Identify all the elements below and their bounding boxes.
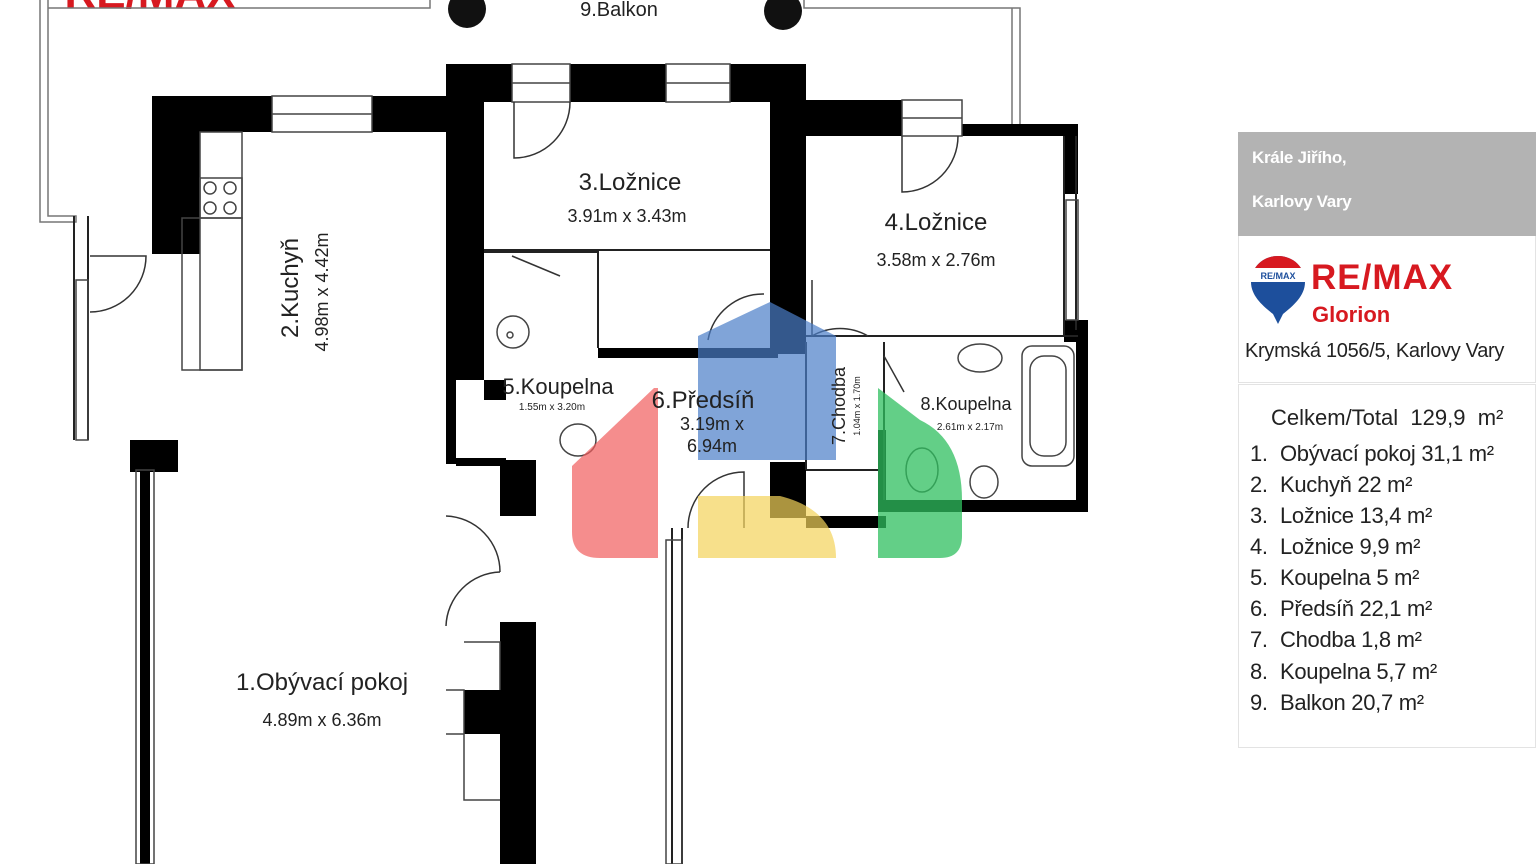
list-item: 2.Kuchyň 22 m² xyxy=(1250,472,1413,497)
balcony-outline xyxy=(39,0,1021,223)
balcony-column-right xyxy=(764,0,802,30)
list-item: 1.Obývací pokoj 31,1 m² xyxy=(1250,441,1494,466)
street-label: Krále Jiřího, xyxy=(1252,148,1347,167)
doors xyxy=(89,101,959,627)
total-area: Celkem/Total 129,9 m² xyxy=(1271,405,1503,431)
list-item: 8.Koupelna 5,7 m² xyxy=(1250,659,1437,684)
walls xyxy=(130,64,1088,864)
room-6-name: 6.Předsíň xyxy=(652,387,755,414)
accessibility-overlays xyxy=(572,302,962,558)
remax-badge-text: RE/MAX xyxy=(1260,271,1295,281)
location-header: Krále Jiřího, Karlovy Vary xyxy=(1238,132,1536,236)
room-8-dims: 2.61m x 2.17m xyxy=(937,422,1003,433)
remax-balloon-icon: RE/MAX xyxy=(1251,256,1305,324)
list-item: 4.Ložnice 9,9 m² xyxy=(1250,534,1421,559)
room-6-dims-line2: 6.94m xyxy=(687,436,737,456)
room-3-dims: 3.91m x 3.43m xyxy=(567,206,686,226)
list-item: 5.Koupelna 5 m² xyxy=(1250,565,1420,590)
room-8-name: 8.Koupelna xyxy=(920,394,1012,414)
area-summary: Celkem/Total 129,9 m² 1.Obývací pokoj 31… xyxy=(1238,384,1536,748)
info-sidebar: Krále Jiřího, Karlovy Vary RE/MAX RE/MAX… xyxy=(1238,132,1536,748)
room-7-dims: 1.04m x 1.70m xyxy=(852,376,862,436)
list-item: 3.Ložnice 13,4 m² xyxy=(1250,503,1433,528)
list-item: 9.Balkon 20,7 m² xyxy=(1250,690,1424,715)
total-label: Celkem/Total xyxy=(1271,405,1399,430)
list-item: 6.Předsíň 22,1 m² xyxy=(1250,596,1433,621)
room-2-name: 2.Kuchyň xyxy=(277,238,304,338)
list-item: 7.Chodba 1,8 m² xyxy=(1250,627,1422,652)
total-unit: m² xyxy=(1477,405,1504,430)
remax-logo-box: RE/MAX RE/MAX Glorion Krymská 1056/5, Ka… xyxy=(1238,236,1536,383)
overlay-yellow xyxy=(698,496,836,558)
balcony-column-left xyxy=(448,0,486,28)
room-7-name: 7.Chodba xyxy=(829,366,849,445)
room-4-dims: 3.58m x 2.76m xyxy=(876,250,995,270)
overlay-red xyxy=(572,388,658,558)
office-address: Krymská 1056/5, Karlovy Vary xyxy=(1245,340,1505,362)
living-wall-detail xyxy=(75,199,1079,864)
room-4-name: 4.Ložnice xyxy=(885,209,988,236)
overlay-blue xyxy=(698,302,836,460)
kitchen-counter xyxy=(181,131,243,371)
balcony-label: 9.Balkon xyxy=(580,0,658,21)
room-1-dims: 4.89m x 6.36m xyxy=(262,710,381,730)
city-label: Karlovy Vary xyxy=(1252,192,1352,211)
room-6-dims-line1: 3.19m x xyxy=(680,414,744,434)
room-3-name: 3.Ložnice xyxy=(579,169,682,196)
room-1-name: 1.Obývací pokoj xyxy=(236,669,408,696)
windows xyxy=(271,63,963,137)
room-5-dims: 1.55m x 3.20m xyxy=(519,402,585,413)
brand-top-logo: RE/MAX xyxy=(64,0,235,18)
remax-wordmark: RE/MAX xyxy=(1311,258,1454,297)
room-5-name: 5.Koupelna xyxy=(502,374,614,399)
office-name: Glorion xyxy=(1312,302,1391,327)
room-2-dims: 4.98m x 4.42m xyxy=(312,232,332,351)
overlay-green xyxy=(878,388,962,558)
total-value: 129,9 xyxy=(1410,405,1466,430)
